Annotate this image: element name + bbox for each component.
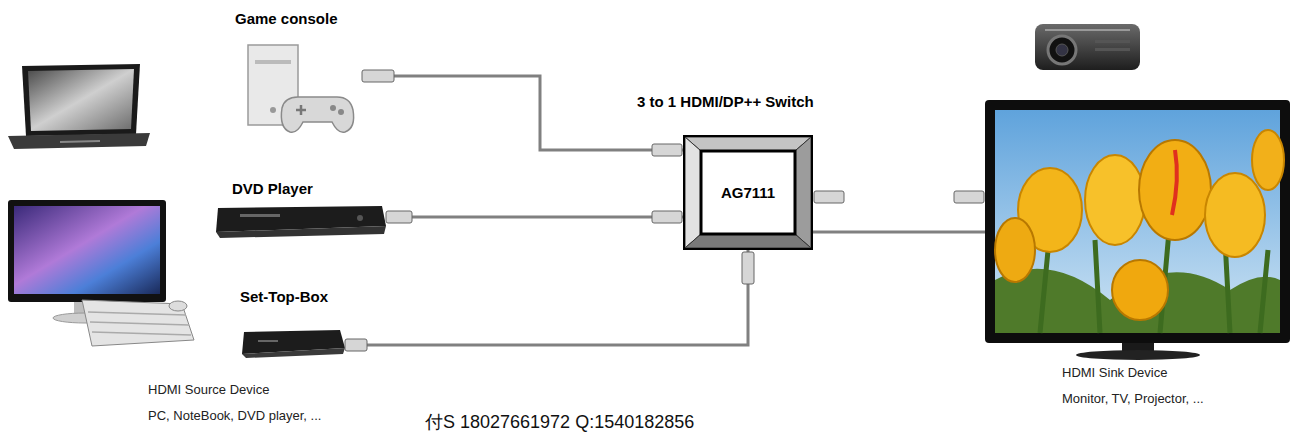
bevel-face (795, 137, 811, 248)
game-console-illustration (338, 109, 344, 115)
bevel-face (685, 234, 811, 248)
tv-illustration (1076, 350, 1200, 360)
hdmi-plug (345, 70, 984, 351)
hdmi-cable (813, 231, 985, 234)
projector-illustration (1056, 44, 1068, 56)
desktop-pc-illustration (88, 312, 191, 335)
tv-illustration (1112, 260, 1168, 320)
device-label: Set-Top-Box (240, 288, 328, 306)
tv-illustration (995, 218, 1035, 282)
laptop-illustration (60, 141, 100, 142)
hdmi-plug (814, 191, 844, 203)
dvd-player-illustration (216, 226, 386, 238)
device-label: DVD Player (232, 180, 313, 198)
dvd-player-illustration (357, 215, 363, 221)
projector-illustration (1048, 36, 1076, 64)
hdmi-plug (386, 211, 412, 223)
hdmi-cable (353, 250, 748, 345)
tv-illustration (985, 100, 1290, 343)
tv-illustration (1139, 140, 1211, 240)
bevel-face (685, 137, 811, 151)
tv-illustration (1085, 155, 1145, 245)
game-console-illustration (296, 105, 306, 115)
projector-illustration (1035, 24, 1140, 70)
device-label: Game console (235, 10, 338, 28)
laptop-illustration (8, 64, 150, 149)
switch-heading: 3 to 1 HDMI/DP++ Switch (637, 93, 814, 111)
desktop-pc-illustration (14, 206, 160, 294)
sink-display: HDMI Sink DeviceMonitor, TV, Projector, … (985, 100, 1290, 358)
hdmi-plug (345, 339, 367, 351)
game-console-illustration (330, 105, 336, 111)
switch-box: 3 to 1 HDMI/DP++ SwitchAG7111 (683, 135, 813, 250)
hdmi-plug (652, 211, 682, 223)
game-console-illustration (270, 107, 276, 113)
hdmi-plug (954, 191, 984, 203)
desktop-pc-illustration (169, 301, 187, 311)
watermark: 付S 18027661972 Q:1540182856 (425, 412, 694, 434)
set-top-box-illustration (242, 330, 345, 358)
tv-illustration (1205, 173, 1265, 257)
desktop-pc-illustration (8, 200, 194, 346)
node-text: AG7111 (701, 151, 795, 234)
node-text: Monitor, TV, Projector, ... (1062, 391, 1204, 407)
desktop-pc-illustration (82, 300, 194, 346)
hdmi-cable (365, 76, 683, 150)
inner-face (701, 151, 795, 234)
laptop-illustration (22, 64, 140, 136)
hdmi-plug (362, 70, 394, 82)
game-console-illustration (255, 60, 291, 64)
hdmi-plug (742, 252, 754, 284)
caption-note: PC, NoteBook, DVD player, ... (148, 408, 321, 424)
projector-illustration (1095, 40, 1130, 43)
tv-illustration (1252, 130, 1284, 190)
laptop-illustration (8, 133, 150, 149)
bevel-face (685, 137, 701, 248)
dvd-player-illustration (216, 206, 386, 238)
tv-illustration (1172, 150, 1177, 215)
hdmi-cable (395, 216, 683, 219)
tv-illustration (995, 110, 1280, 333)
device-node: Game console (230, 10, 365, 140)
device-node: DVD Player (215, 180, 395, 240)
hdmi-plug (652, 144, 682, 156)
tv-illustration (985, 100, 1290, 360)
set-top-box-illustration (242, 348, 345, 358)
desktop-pc-illustration (8, 200, 166, 302)
projector-illustration (1035, 24, 1140, 70)
device-node: Set-Top-Box (238, 288, 353, 360)
projector-illustration (1095, 48, 1130, 51)
device-label: HDMI Sink Device (1062, 365, 1167, 381)
dvd-player-illustration (240, 214, 280, 217)
set-top-box-illustration (258, 340, 278, 342)
laptop-illustration (28, 69, 134, 131)
game-console-illustration (248, 45, 354, 132)
game-console-illustration (281, 97, 353, 132)
caption-note: HDMI Source Device (148, 382, 269, 398)
projector-illustration (1045, 29, 1130, 31)
